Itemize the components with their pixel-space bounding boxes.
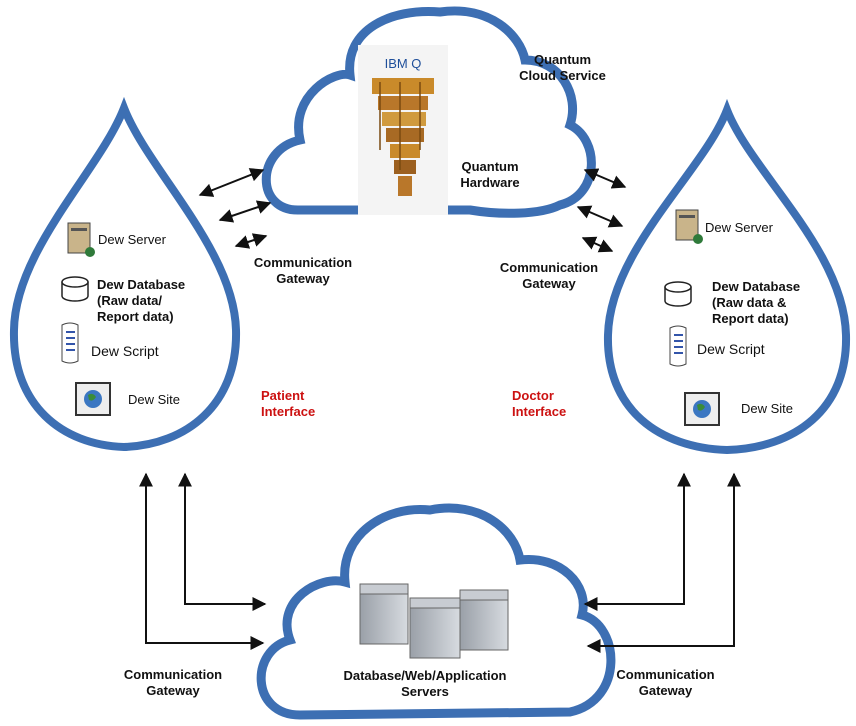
bottom-left-arrows: [139, 472, 267, 650]
right-dew-script-label: Dew Script: [697, 341, 765, 357]
left-dew-database-label: Dew Database (Raw data/ Report data): [97, 277, 186, 324]
gateway-label-bottom-left: Communication Gateway: [123, 667, 223, 698]
quantum-hardware-label: Quantum Hardware: [460, 159, 520, 190]
site-icon: [684, 392, 720, 426]
right-dew-server-label: Dew Server: [705, 220, 773, 235]
gateway-label-top-right: Communication Gateway: [499, 260, 599, 291]
server-rack-icon: [359, 583, 509, 659]
servers-cloud-label: Database/Web/Application Servers: [343, 668, 507, 699]
patient-interface-label: Patient Interface: [261, 388, 316, 419]
database-icon: [61, 276, 89, 302]
left-dew-site-label: Dew Site: [128, 392, 181, 407]
ibm-q-logo: IBM Q: [384, 56, 422, 71]
left-dew-server-label: Dew Server: [98, 232, 166, 247]
quantum-cloud-service-label: Quantum Cloud Service: [519, 52, 606, 83]
left-dew-script-label: Dew Script: [91, 343, 159, 359]
server-icon: [675, 209, 703, 244]
right-dew-drop: [603, 98, 851, 455]
site-icon: [75, 382, 111, 416]
database-icon: [664, 281, 692, 307]
server-icon: [67, 222, 95, 257]
right-dew-database-label: Dew Database (Raw data & Report data): [712, 279, 801, 326]
top-right-arrows: [576, 168, 627, 253]
gateway-label-top-left: Communication Gateway: [253, 255, 353, 286]
top-left-arrows: [198, 168, 272, 249]
gateway-label-bottom-right: Communication Gateway: [616, 667, 715, 698]
quantum-computer-icon: [358, 45, 448, 215]
script-icon: [61, 322, 79, 364]
script-icon: [669, 325, 687, 367]
bottom-right-arrows: [583, 472, 741, 653]
doctor-interface-label: Doctor Interface: [512, 388, 567, 419]
right-dew-site-label: Dew Site: [741, 401, 794, 416]
